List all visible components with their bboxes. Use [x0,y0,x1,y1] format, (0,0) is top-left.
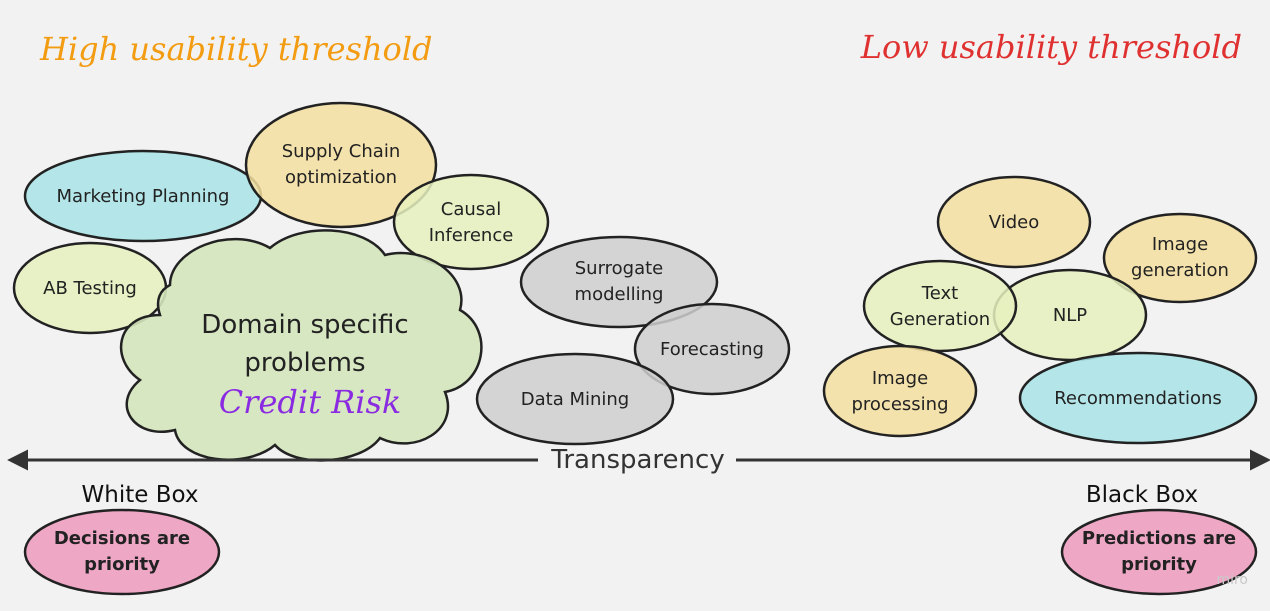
text-generation-label-line2: Generation [890,309,990,330]
image-processing-label-line1: Image [872,368,928,389]
text-generation-node[interactable] [862,259,1018,353]
video-node[interactable] [936,175,1092,269]
domain-specific-cloud[interactable] [119,229,483,462]
predictions-priority-label-line1: Predictions are [1082,528,1236,549]
image-generation-label-line1: Image [1152,234,1208,255]
high-usability-heading: High usability threshold [39,30,433,68]
recommendations-label: Recommendations [1054,388,1222,409]
domain-specific-label-line2: problems [244,348,365,378]
ab-testing-label: AB Testing [43,278,137,299]
forecasting-label: Forecasting [660,339,764,360]
predictions-priority-label-line2: priority [1121,554,1197,575]
forecasting-node[interactable] [633,302,791,396]
black-box-label: Black Box [1086,482,1198,508]
domain-specific-label-line1: Domain specific [201,310,408,340]
decisions-priority-label-line1: Decisions are [54,528,190,549]
data-mining-label: Data Mining [521,389,629,410]
image-processing-node[interactable] [822,344,978,438]
predictions-priority-node[interactable] [1060,508,1258,596]
low-usability-heading: Low usability threshold [860,28,1242,66]
text-generation-label-line1: Text [921,283,958,304]
decisions-priority-label-line2: priority [84,554,160,575]
causal-inference-label-line1: Causal [441,199,501,220]
causal-inference-node[interactable] [392,173,550,271]
causal-inference-label-line2: Inference [429,225,514,246]
decisions-priority-node[interactable] [23,508,221,596]
supply-chain-node[interactable] [244,101,438,229]
transparency-axis-label: Transparency [550,445,724,475]
video-label: Video [989,212,1039,233]
data-mining-node[interactable] [475,352,675,446]
surrogate-label-line1: Surrogate [575,258,664,279]
recommendations-node[interactable] [1018,351,1258,445]
image-processing-label-line2: processing [851,394,948,415]
miro-watermark: miro [1216,572,1248,588]
image-generation-node[interactable] [1102,212,1258,304]
image-generation-label-line2: generation [1131,260,1229,281]
white-box-label: White Box [82,482,199,508]
marketing-planning-label: Marketing Planning [57,186,230,207]
supply-chain-label-line2: optimization [285,167,397,188]
surrogate-label-line2: modelling [575,284,664,305]
nlp-label: NLP [1053,305,1087,326]
credit-risk-label: Credit Risk [219,383,402,421]
supply-chain-label-line1: Supply Chain [282,141,400,162]
surrogate-modelling-node[interactable] [519,235,719,329]
